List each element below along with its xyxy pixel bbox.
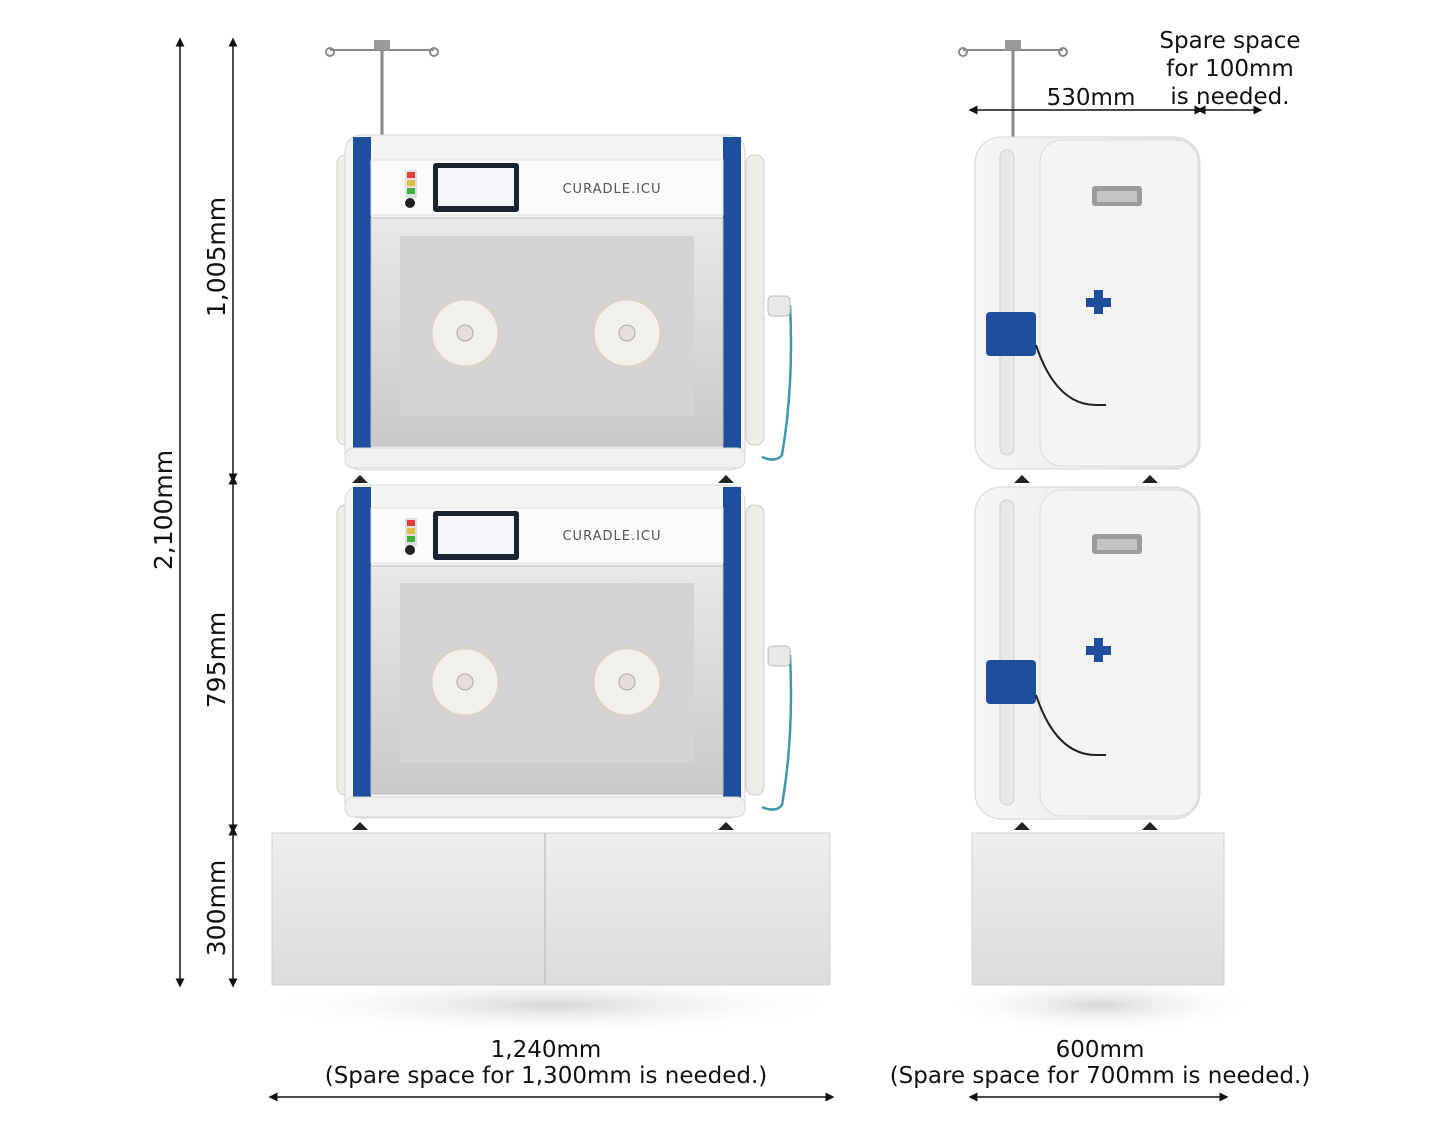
cross-logo-icon [1086,290,1111,314]
iv-pole-icon [958,40,1068,137]
brand-label-lower: CURADLE.ICU [562,529,661,544]
side-view [940,40,1260,1033]
porthole-icon [429,646,663,718]
side-width-label: 600mm [1056,1037,1145,1063]
lower-side-unit [974,486,1201,830]
front-view: CURADLE.ICU [251,40,851,1035]
dimension-lines [175,37,1263,1102]
upper-side-unit [974,136,1201,483]
total-height-label: 2,100mm [149,450,178,570]
lower-incubator-unit: CURADLE.ICU [336,484,793,830]
cross-logo-icon [1086,638,1111,662]
iv-pole-icon [325,40,439,137]
spare-note-line3: is needed. [1170,84,1289,110]
base-height-label: 300mm [202,860,231,956]
brand-label-upper: CURADLE.ICU [562,182,661,197]
spare-note-line2: for 100mm [1166,56,1294,82]
upper-height-label: 1,005mm [202,197,231,317]
lower-height-label: 795mm [202,612,231,708]
front-base-cabinet [251,832,851,1035]
side-depth-label: 530mm [1047,85,1136,111]
spare-note-line1: Spare space [1159,28,1300,54]
upper-incubator-unit: CURADLE.ICU [336,134,793,483]
front-width-note: (Spare space for 1,300mm is needed.) [325,1063,768,1089]
side-base-cabinet [940,832,1260,1033]
front-width-label: 1,240mm [491,1037,602,1063]
porthole-icon [429,297,663,369]
side-width-note: (Spare space for 700mm is needed.) [890,1063,1311,1089]
